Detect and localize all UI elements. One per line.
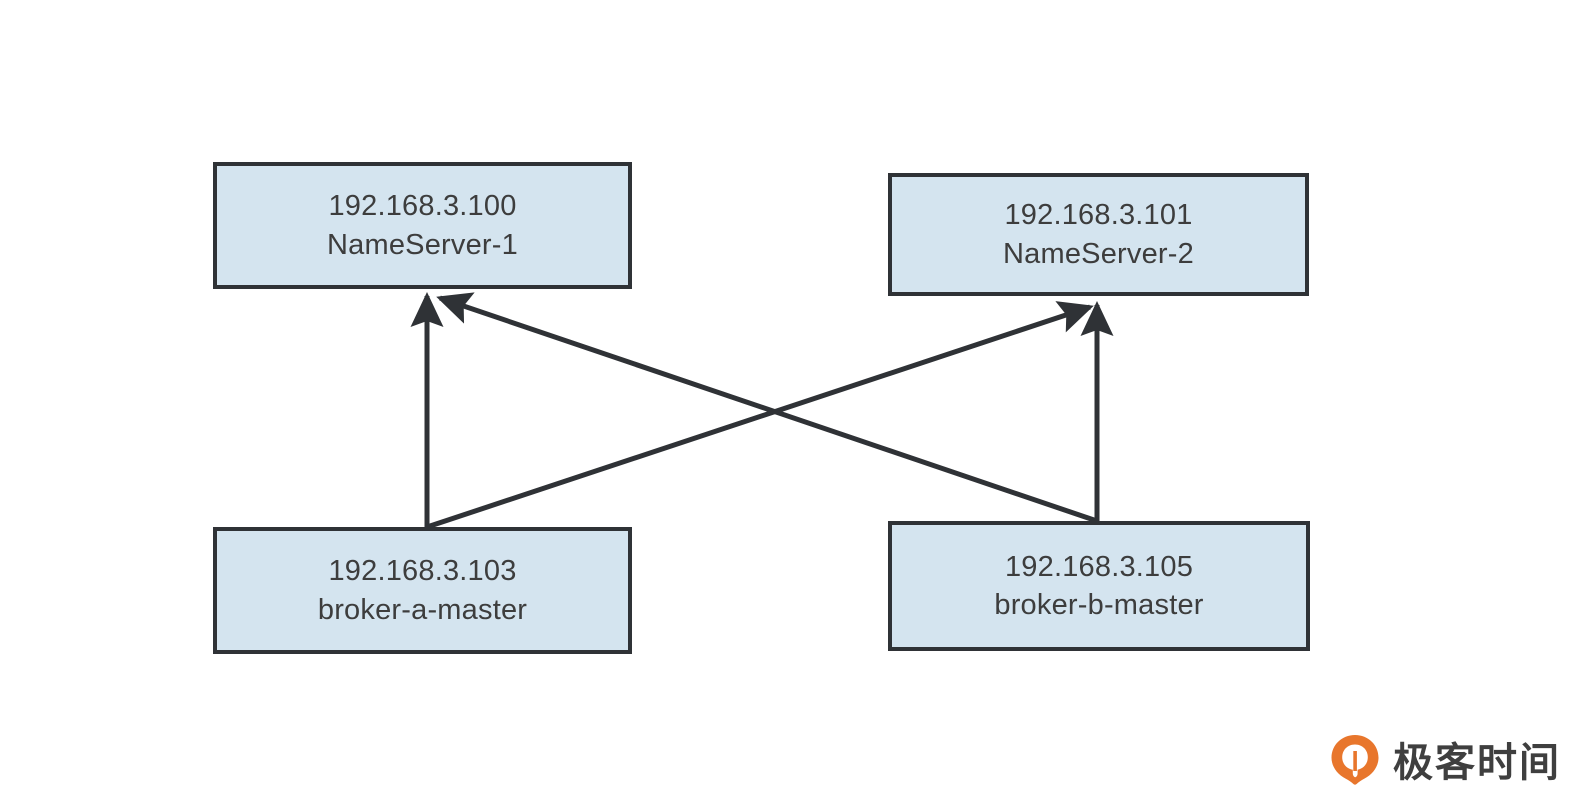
node-nameserver-1[interactable]: 192.168.3.100 NameServer-1 bbox=[213, 162, 632, 289]
node-nameserver-2-ip: 192.168.3.101 bbox=[1004, 199, 1193, 232]
node-nameserver-2[interactable]: 192.168.3.101 NameServer-2 bbox=[888, 173, 1309, 296]
node-broker-b-ip: 192.168.3.105 bbox=[1004, 550, 1194, 583]
node-broker-b-master[interactable]: 192.168.3.105 broker-b-master bbox=[888, 521, 1310, 651]
node-broker-b-name: broker-b-master bbox=[994, 589, 1204, 621]
watermark: 极客时间 bbox=[1329, 730, 1561, 788]
node-nameserver-1-ip: 192.168.3.100 bbox=[328, 190, 517, 223]
node-broker-a-master[interactable]: 192.168.3.103 broker-a-master bbox=[213, 527, 632, 654]
geektime-logo-icon bbox=[1329, 733, 1381, 785]
node-broker-a-name: broker-a-master bbox=[317, 593, 528, 626]
node-broker-a-ip: 192.168.3.103 bbox=[328, 555, 517, 588]
edge-broker-a-to-nameserver-2 bbox=[426, 301, 1094, 530]
edge-broker-b-to-nameserver-1 bbox=[436, 292, 1098, 524]
node-nameserver-1-name: NameServer-1 bbox=[327, 228, 518, 261]
node-nameserver-2-name: NameServer-2 bbox=[1003, 237, 1194, 270]
watermark-text: 极客时间 bbox=[1393, 740, 1561, 786]
